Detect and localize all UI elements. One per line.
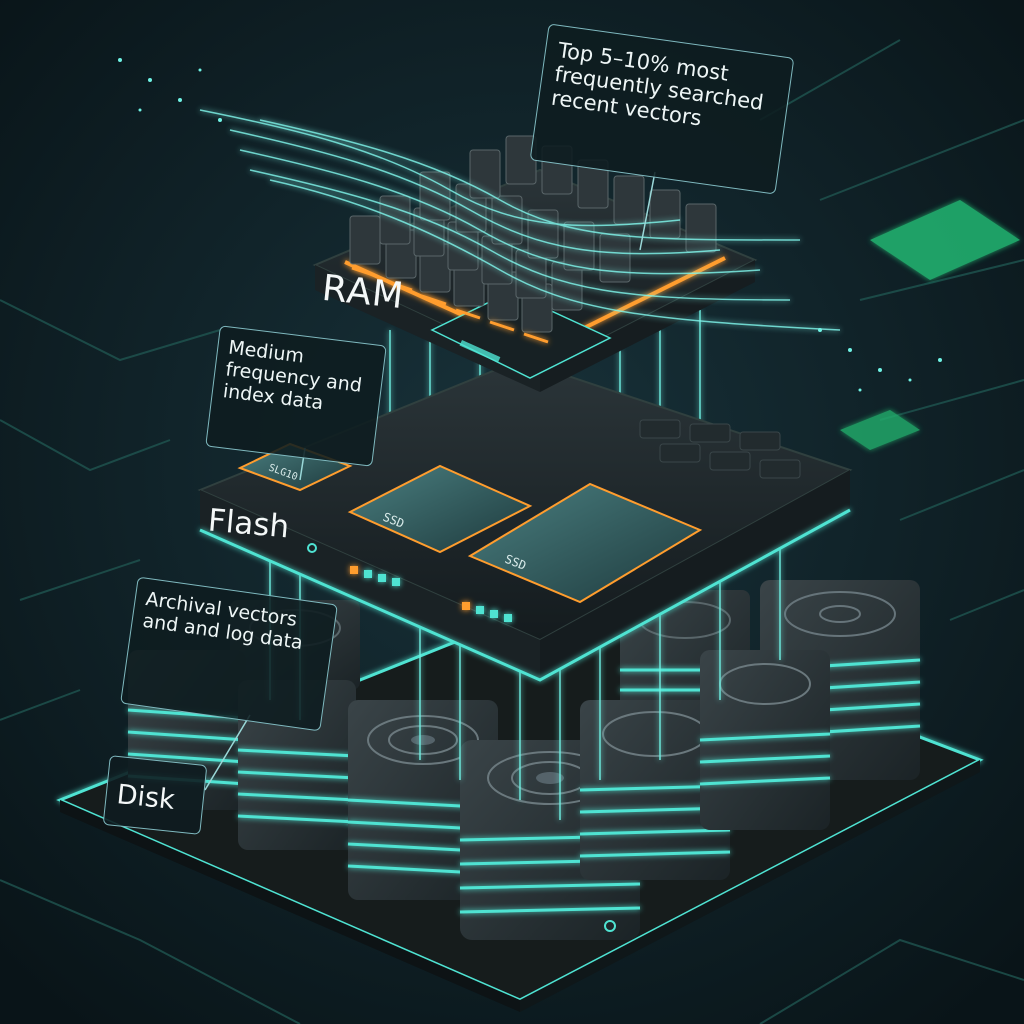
ram-description: Top 5–10% most frequently searched recen…	[549, 38, 766, 131]
disk-drive	[579, 700, 731, 880]
ram-glow-underline	[351, 266, 549, 344]
disk-label: Disk	[102, 755, 208, 835]
ssd-drive: SSD	[347, 464, 533, 554]
ssd-drive: SSD	[467, 482, 703, 604]
green-chip-small	[840, 410, 920, 450]
flash-status-leds	[350, 566, 512, 622]
disk-drive	[699, 650, 831, 830]
disk-description: Archival vectors and and log data	[141, 587, 305, 654]
flash-label: Flash	[206, 502, 291, 546]
flash-description-callout: Medium frequency and index data	[205, 325, 387, 467]
flash-port-icon	[307, 543, 317, 553]
data-stream	[199, 109, 841, 331]
particle-dots	[118, 58, 942, 392]
ram-label: RAM	[320, 267, 407, 318]
flash-keypad	[639, 419, 801, 479]
flash-description: Medium frequency and index data	[221, 336, 364, 414]
green-chip-large	[870, 200, 1020, 280]
ram-module-grid	[349, 135, 717, 333]
ssd-drive: SLG10	[237, 442, 353, 492]
ram-layer	[312, 135, 758, 392]
